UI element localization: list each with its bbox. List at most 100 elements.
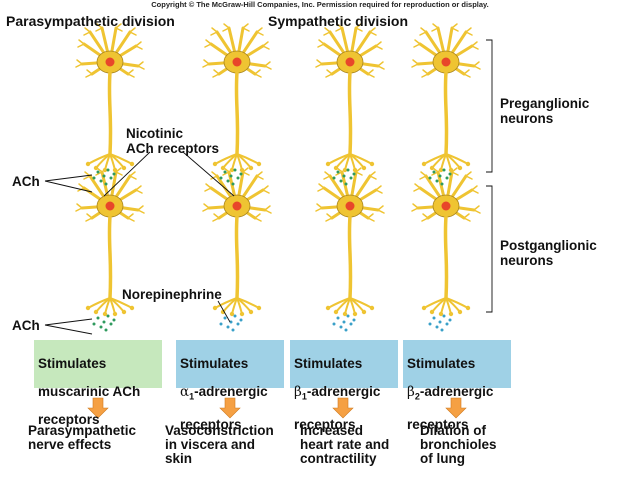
transmitter-dot bbox=[233, 168, 237, 172]
receptor-box-line3: receptors bbox=[180, 416, 242, 432]
dendrite-branch bbox=[317, 39, 325, 48]
dendrite-branch bbox=[256, 171, 264, 180]
transmitter-dot bbox=[442, 168, 446, 172]
down-arrow bbox=[219, 397, 241, 419]
transmitter-dot bbox=[99, 179, 103, 183]
transmitter-dot bbox=[226, 325, 230, 329]
nucleus bbox=[105, 201, 115, 211]
receptor-box-muscarinic: Stimulates muscarinic ACh receptors bbox=[34, 340, 162, 427]
ach-molecules-top bbox=[332, 168, 356, 186]
terminal-bouton bbox=[369, 161, 375, 167]
nucleus bbox=[441, 201, 451, 211]
transmitter-dot bbox=[342, 320, 346, 324]
leader-nicotinic bbox=[103, 151, 151, 197]
receptor-box-line1: Stimulates bbox=[407, 356, 476, 371]
label-postganglionic-neurons: Postganglionic neurons bbox=[500, 238, 597, 268]
label-nicotinic-receptors: Nicotinic ACh receptors bbox=[126, 126, 220, 156]
transmitter-dot bbox=[332, 322, 336, 326]
terminal-bouton bbox=[457, 165, 463, 171]
dendrite-branch bbox=[115, 167, 123, 176]
dendrite-branch bbox=[204, 183, 212, 192]
transmitter-dot bbox=[231, 182, 235, 186]
dendrite-branch bbox=[355, 167, 363, 176]
axon bbox=[443, 214, 449, 300]
dendrite-branch bbox=[367, 213, 375, 222]
terminal-bouton bbox=[333, 165, 339, 171]
dendrite-branch bbox=[473, 61, 481, 70]
terminal-bouton bbox=[248, 165, 254, 171]
transmitter-dot bbox=[236, 176, 240, 180]
postganglionic-neuron bbox=[411, 167, 481, 317]
leader-norepinephrine bbox=[217, 300, 231, 323]
transmitter-dot bbox=[438, 320, 442, 324]
bracket-postganglionic bbox=[486, 185, 493, 313]
subscript: 1 bbox=[189, 391, 195, 402]
dendrite-branch bbox=[85, 69, 93, 78]
dendrite-branch bbox=[473, 205, 481, 214]
dendrite-branch bbox=[369, 171, 377, 180]
transmitter-dot bbox=[428, 176, 432, 180]
transmitter-dot bbox=[438, 174, 442, 178]
dendrite-branch bbox=[317, 183, 325, 192]
terminal-bouton bbox=[229, 167, 235, 173]
dendrite-branch bbox=[95, 23, 103, 32]
label-ach-bottom: ACh bbox=[12, 318, 40, 333]
beta-symbol: β bbox=[407, 384, 415, 400]
nucleus bbox=[345, 201, 355, 211]
transmitter-dot bbox=[432, 170, 436, 174]
terminal-bouton bbox=[421, 305, 427, 311]
terminal-bouton bbox=[361, 309, 367, 315]
transmitter-dot bbox=[219, 176, 223, 180]
transmitter-dot bbox=[448, 318, 452, 322]
dendrite-branch bbox=[325, 69, 333, 78]
terminal-bouton bbox=[438, 311, 444, 317]
terminal-bouton bbox=[429, 309, 435, 315]
receptor-box-line3: receptors bbox=[38, 412, 100, 427]
label-norepinephrine: Norepinephrine bbox=[122, 287, 222, 302]
alpha-symbol: α bbox=[180, 384, 190, 400]
dendrite-branch bbox=[135, 41, 143, 50]
terminal-bouton bbox=[448, 311, 454, 317]
dendrite-branch bbox=[242, 23, 250, 32]
transmitter-dot bbox=[435, 325, 439, 329]
receptor-box-line1: Stimulates bbox=[294, 356, 363, 371]
dendrite-branch bbox=[264, 61, 272, 70]
terminal-bouton bbox=[85, 305, 91, 311]
receptor-box-alpha1: Stimulates α1-adrenergic receptors bbox=[176, 340, 284, 431]
norepinephrine-molecules bbox=[332, 314, 356, 332]
effect-parasympathetic: Parasympathetic nerve effects bbox=[28, 423, 137, 452]
terminal-bouton bbox=[239, 311, 245, 317]
nucleus bbox=[345, 57, 355, 67]
dendrite-branch bbox=[431, 167, 439, 176]
dendrite-branch bbox=[421, 69, 429, 78]
transmitter-dot bbox=[342, 174, 346, 178]
terminal-bouton bbox=[212, 161, 218, 167]
dendrite-branch bbox=[254, 213, 262, 222]
nucleus bbox=[232, 57, 242, 67]
dendrite-branch bbox=[355, 23, 363, 32]
terminal-bouton bbox=[121, 165, 127, 171]
dendrite-branch bbox=[419, 27, 427, 36]
transmitter-dot bbox=[445, 176, 449, 180]
terminal-bouton bbox=[256, 305, 262, 311]
dendrite-branch bbox=[75, 59, 83, 68]
receptor-box-line2: β2-adrenergic bbox=[407, 385, 507, 404]
terminal-bouton bbox=[361, 165, 367, 171]
transmitter-dot bbox=[239, 318, 243, 322]
terminal-bouton bbox=[457, 309, 463, 315]
postganglionic-neuron bbox=[315, 167, 385, 317]
down-arrow bbox=[445, 397, 467, 419]
terminal-bouton bbox=[465, 305, 471, 311]
dendrite-branch bbox=[204, 39, 212, 48]
terminal-bouton bbox=[438, 167, 444, 173]
effect-heart-rate: Increased heart rate and contractility bbox=[300, 423, 390, 466]
down-arrow bbox=[332, 397, 354, 419]
transmitter-dot bbox=[339, 179, 343, 183]
ach-molecules-top bbox=[219, 168, 243, 186]
transmitter-dot bbox=[229, 174, 233, 178]
axon bbox=[347, 214, 353, 300]
nucleus bbox=[232, 201, 242, 211]
transmitter-dot bbox=[336, 170, 340, 174]
dendrite-branch bbox=[419, 171, 427, 180]
